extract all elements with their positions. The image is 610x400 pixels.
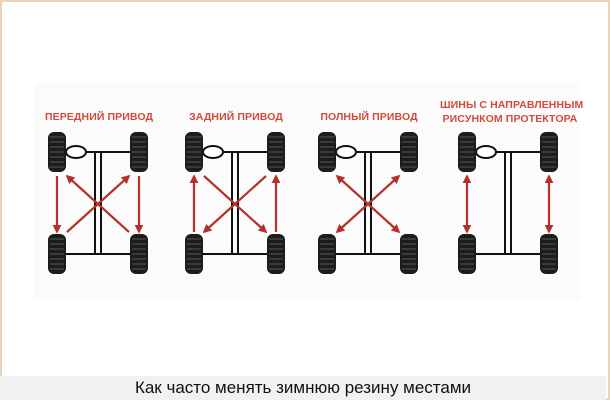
diagram-all-wheel-drive-svg [318, 132, 418, 274]
title-rear-drive: ЗАДНИЙ ПРИВОД [180, 110, 292, 124]
diagram-directional-tires-svg [458, 132, 558, 274]
tire-front-left [458, 132, 476, 172]
tire-rear-left [458, 234, 476, 274]
tire-rear-right [400, 234, 418, 274]
diagram-all-wheel-drive [313, 128, 423, 278]
steering-wheel [475, 145, 497, 159]
steering-wheel [202, 145, 224, 159]
title-front-drive: ПЕРЕДНИЙ ПРИВОД [43, 110, 155, 124]
steering-wheel [335, 145, 357, 159]
arrow-front-right-to-rear-left [202, 175, 267, 234]
tire-front-left [185, 132, 203, 172]
tire-front-right [400, 132, 418, 172]
steering-wheel [65, 145, 87, 159]
tire-rear-right [267, 234, 285, 274]
diagram-rear-drive-svg [185, 132, 285, 274]
tire-rear-left [48, 234, 66, 274]
title-directional-tires-line1: ШИНЫ С НАПРАВЛЕННЫМ [440, 99, 584, 111]
tire-rear-left [185, 234, 203, 274]
caption: Как часто менять зимнюю резину местами [0, 376, 606, 400]
title-all-wheel-drive: ПОЛНЫЙ ПРИВОД [313, 110, 425, 124]
tire-front-left [48, 132, 66, 172]
diagram-front-drive [43, 128, 153, 278]
title-directional-tires-line2: РИСУНКОМ ПРОТЕКТОРА [442, 113, 578, 125]
diagram-front-drive-svg [48, 132, 148, 274]
title-front-drive-line1: ПЕРЕДНИЙ ПРИВОД [44, 111, 154, 123]
arrow-diagonal-right-front-left-rear [335, 174, 401, 234]
tire-front-left [318, 132, 336, 172]
diagram-panel [34, 82, 580, 300]
title-rear-drive-line1: ЗАДНИЙ ПРИВОД [189, 111, 283, 123]
title-directional-tires: ШИНЫ С НАПРАВЛЕННЫМ РИСУНКОМ ПРОТЕКТОРА [440, 98, 584, 126]
tire-front-right [540, 132, 558, 172]
tire-rear-left [318, 234, 336, 274]
diagram-directional-tires [453, 128, 563, 278]
title-all-wheel-drive-line1: ПОЛНЫЙ ПРИВОД [320, 111, 418, 123]
tire-rear-right [130, 234, 148, 274]
tire-front-right [267, 132, 285, 172]
arrow-rear-right-to-front-left [65, 174, 130, 233]
tire-front-right [130, 132, 148, 172]
diagram-rear-drive [180, 128, 290, 278]
tire-rear-right [540, 234, 558, 274]
